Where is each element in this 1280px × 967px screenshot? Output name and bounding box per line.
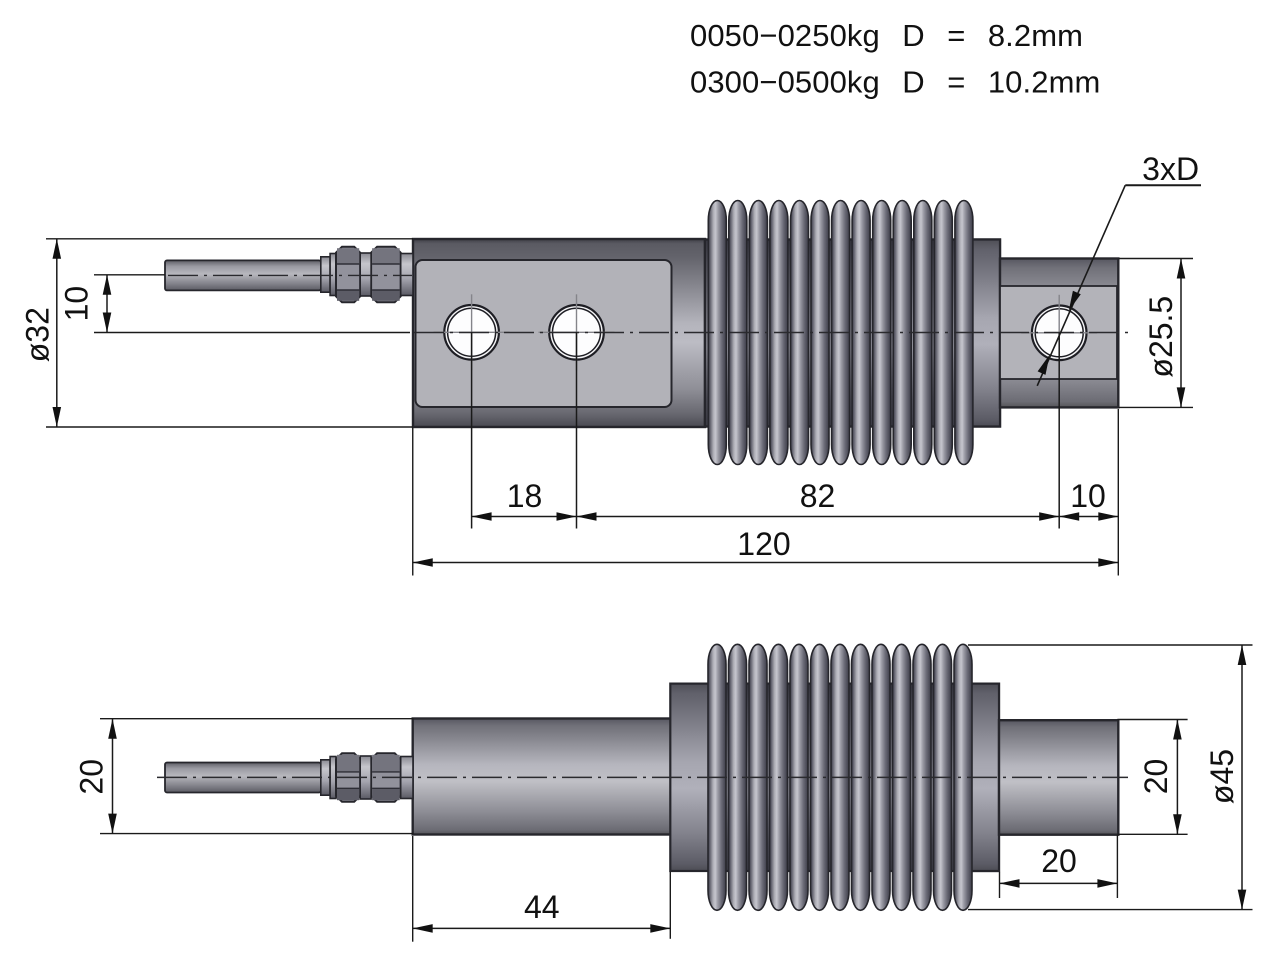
- svg-text:ø25.5: ø25.5: [1143, 296, 1179, 378]
- svg-text:82: 82: [800, 478, 836, 514]
- svg-text:10: 10: [1070, 478, 1106, 514]
- svg-text:44: 44: [524, 889, 560, 925]
- svg-text:0300−0500kg D = 10.2mm: 0300−0500kg D = 10.2mm: [690, 65, 1100, 100]
- svg-text:120: 120: [737, 526, 790, 562]
- svg-text:20: 20: [74, 759, 110, 795]
- svg-text:3xD: 3xD: [1142, 151, 1199, 187]
- svg-text:0050−0250kg D = 8.2mm: 0050−0250kg D = 8.2mm: [690, 18, 1083, 53]
- svg-text:18: 18: [507, 478, 543, 514]
- svg-text:10: 10: [58, 286, 94, 322]
- svg-text:ø45: ø45: [1204, 749, 1240, 804]
- svg-text:ø32: ø32: [20, 307, 56, 362]
- svg-text:20: 20: [1041, 843, 1077, 879]
- svg-text:20: 20: [1138, 759, 1174, 795]
